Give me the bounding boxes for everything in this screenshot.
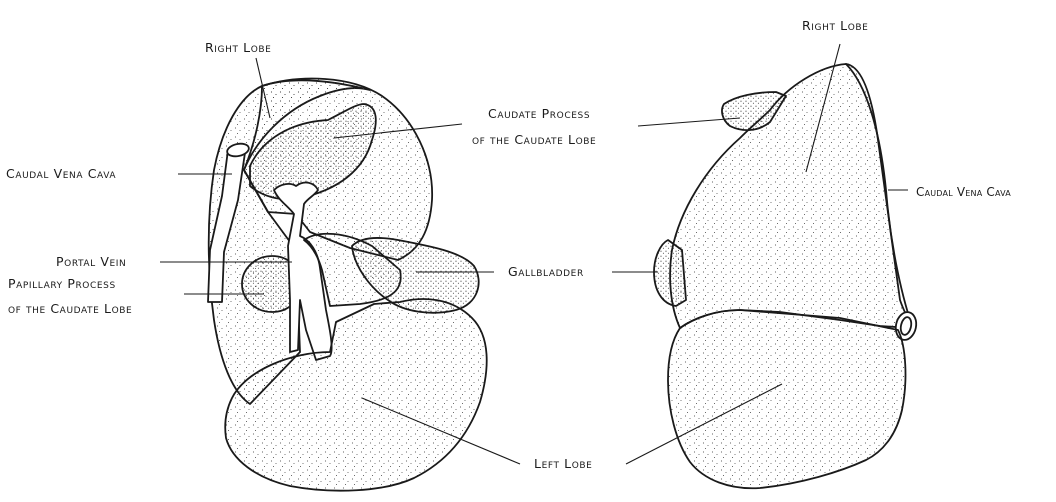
label-right-lobe-right: Right Lobe (802, 18, 868, 33)
label-gallbladder: Gallbladder (508, 264, 584, 279)
parietal-view (654, 64, 919, 488)
label-portal-vein: Portal Vein (56, 254, 126, 269)
label-papillary-process-line1: Papillary Process (8, 276, 116, 291)
label-left-lobe: Left Lobe (534, 456, 592, 471)
visceral-view (208, 79, 487, 491)
leader-caudate-process-right (638, 118, 740, 126)
right-view-right-lobe-shape (670, 64, 912, 328)
label-caudal-vena-cava-left: Caudal Vena Cava (6, 166, 116, 181)
right-view-left-lobe-shape (668, 310, 905, 488)
label-papillary-process-line2: of the Caudate Lobe (8, 301, 132, 316)
label-caudate-process-line1: Caudate Process (488, 106, 590, 121)
label-caudate-process-line2: of the Caudate Lobe (472, 132, 596, 147)
label-caudal-vena-cava-right: Caudal Vena Cava (916, 185, 1011, 199)
label-right-lobe-left: Right Lobe (205, 40, 271, 55)
